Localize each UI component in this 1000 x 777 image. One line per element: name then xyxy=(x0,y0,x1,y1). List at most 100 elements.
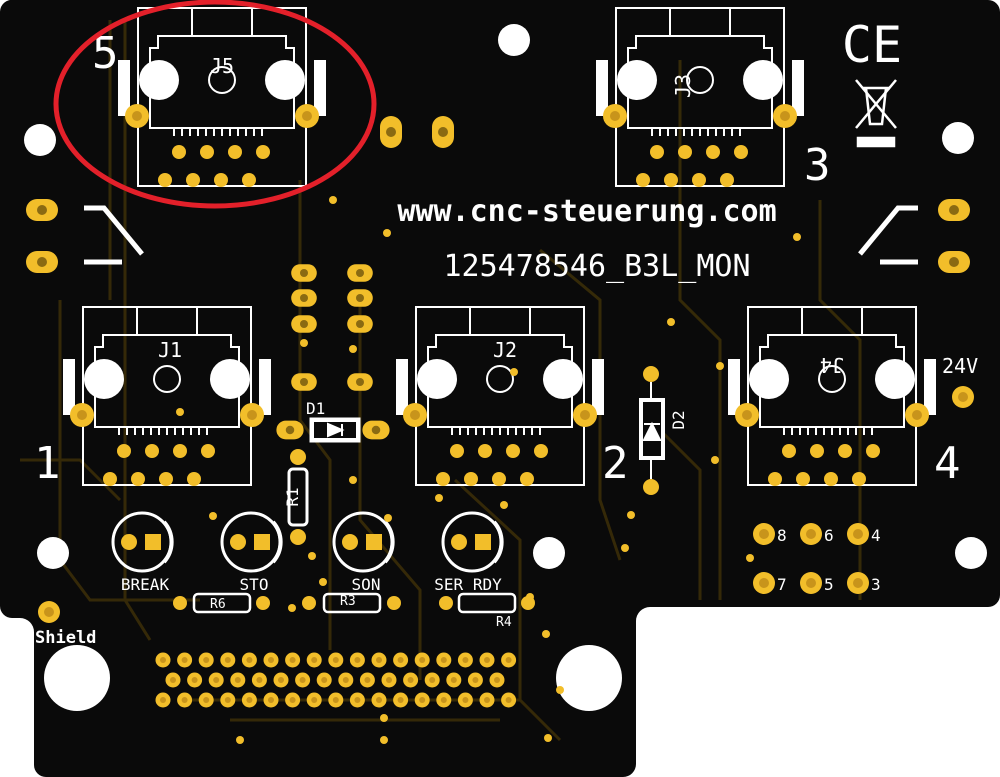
via xyxy=(435,494,443,502)
shield-pad: Shield xyxy=(35,601,96,648)
connector-j1-number: 1 xyxy=(34,438,61,489)
highlight-ellipse xyxy=(53,0,377,209)
via xyxy=(544,734,552,742)
header-pin-hole xyxy=(203,657,210,663)
via xyxy=(349,345,357,353)
resistor-r3-label: R3 xyxy=(340,594,356,609)
header-pin-hole xyxy=(342,677,349,683)
header-pin-hole xyxy=(386,677,392,683)
header-pin-hole xyxy=(268,657,274,663)
header-pin-hole xyxy=(429,677,436,683)
via xyxy=(711,456,719,464)
resistor-r6: R6 xyxy=(173,592,270,614)
via xyxy=(209,512,217,520)
jumper-pin-label: 5 xyxy=(824,575,834,594)
jumper-pin-label: 8 xyxy=(777,526,787,545)
connector-j5-label: J5 xyxy=(210,54,234,78)
connector-j3-label: J3 xyxy=(671,74,695,98)
resistor-r1: R1 xyxy=(283,449,309,545)
diode-d2-label: D2 xyxy=(669,410,688,429)
header-pin-hole xyxy=(234,677,241,683)
header-pin-hole xyxy=(376,697,382,703)
via xyxy=(236,736,244,744)
jumper-pin-label: 3 xyxy=(871,575,881,594)
via xyxy=(380,736,388,744)
connector-j2: J2 2 xyxy=(395,306,629,489)
connector-j2-label: J2 xyxy=(493,338,517,362)
led-break: BREAK xyxy=(111,511,174,594)
header-pin-hole xyxy=(397,697,404,703)
header-pin-hole xyxy=(364,677,371,683)
connector-j2-number: 2 xyxy=(602,438,629,489)
header-pin-hole xyxy=(299,677,306,683)
via xyxy=(308,552,316,560)
header-pin-hole xyxy=(191,677,198,683)
header-pin-hole xyxy=(332,697,339,703)
part-number: 125478546_B3L_MON xyxy=(443,249,750,284)
led-sto-label: STO xyxy=(240,575,269,594)
diode-d1: D1 xyxy=(276,399,390,443)
header-pin-hole xyxy=(246,697,253,703)
header-pin-hole xyxy=(289,697,296,703)
header-pin-hole xyxy=(494,677,500,683)
led-son-label: SON xyxy=(352,575,381,594)
via xyxy=(319,578,327,586)
header-pin-hole xyxy=(484,697,490,703)
via xyxy=(556,686,564,694)
header-pin-hole xyxy=(332,657,339,663)
header-pin-hole xyxy=(256,677,263,683)
via xyxy=(380,714,388,722)
connector-j3: J3 3 xyxy=(595,7,831,191)
via xyxy=(627,511,635,519)
led-break-label: BREAK xyxy=(121,575,170,594)
header-pin-hole xyxy=(321,677,328,683)
header-pin-hole xyxy=(289,657,296,663)
header-pin-hole xyxy=(203,697,210,703)
via xyxy=(526,593,534,601)
header-pin-hole xyxy=(170,677,176,683)
header-pin-hole xyxy=(462,657,469,663)
led-sto: STO xyxy=(220,511,283,594)
header-pin-hole xyxy=(472,677,479,683)
header-pin-hole xyxy=(181,697,188,703)
led-ser-rdy-label: SER RDY xyxy=(434,575,502,594)
ce-mark: CE xyxy=(842,16,902,74)
header-pin-hole xyxy=(376,657,382,663)
connector-j3-number: 3 xyxy=(804,140,831,191)
jumper-pins: 8 6 4 7 5 3 xyxy=(753,523,881,594)
switch-symbols xyxy=(84,205,918,265)
diode-d1-label: D1 xyxy=(306,399,325,418)
header-pin-hole xyxy=(160,657,166,663)
mounting-holes xyxy=(24,24,987,711)
via xyxy=(716,362,724,370)
jumper-pin-label: 4 xyxy=(871,526,881,545)
header-pin-hole xyxy=(484,657,490,663)
header-pin-hole xyxy=(407,677,414,683)
connector-j4: J4 4 xyxy=(727,306,961,489)
header-pin-hole xyxy=(311,657,318,663)
connector-j4-number: 4 xyxy=(934,438,961,489)
via xyxy=(542,630,550,638)
header-pin-hole xyxy=(462,697,469,703)
resistor-r6-label: R6 xyxy=(210,597,226,612)
connector-j1-label: J1 xyxy=(158,338,182,362)
shield-label: Shield xyxy=(35,628,96,648)
via xyxy=(176,408,184,416)
connector-j1: J1 1 xyxy=(34,306,272,489)
via xyxy=(300,339,308,347)
url-text: www.cnc-steuerung.com xyxy=(397,194,776,229)
via xyxy=(667,318,675,326)
jumper-pin-label: 6 xyxy=(824,526,834,545)
via xyxy=(746,554,754,562)
header-pin-hole xyxy=(181,657,188,663)
resistor-r4: R4 xyxy=(439,592,535,630)
jumper-pin-label: 7 xyxy=(777,575,787,594)
via xyxy=(383,229,391,237)
resistor-r4-label: R4 xyxy=(496,615,512,630)
header-pin-hole xyxy=(354,657,361,663)
via xyxy=(510,368,518,376)
header-pin-hole xyxy=(440,657,447,663)
resistor-r1-label: R1 xyxy=(283,487,302,506)
via xyxy=(500,501,508,509)
